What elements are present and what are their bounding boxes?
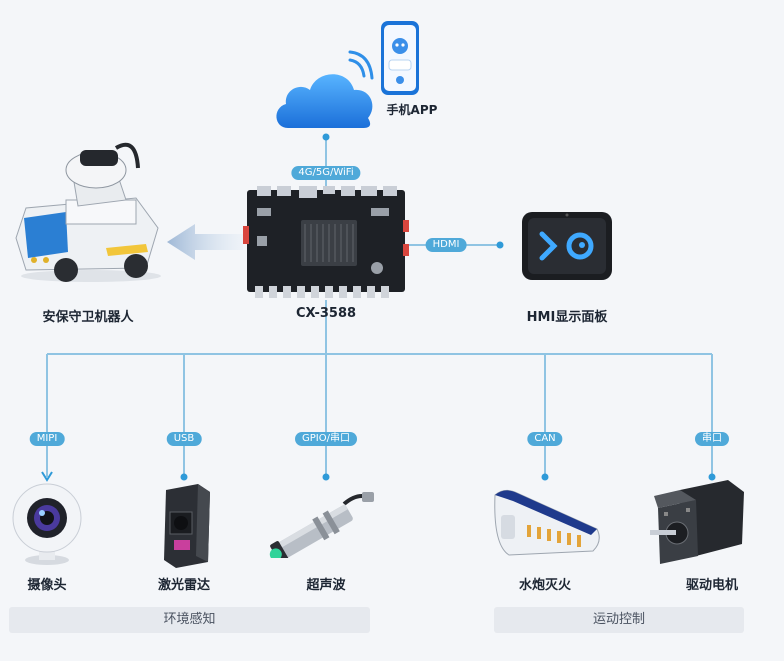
uart-tag: 串口: [695, 432, 729, 446]
board-label: CX-3588: [295, 306, 357, 321]
gpio-uart-tag: GPIO/串口: [295, 432, 357, 446]
cloud-icon: [276, 74, 373, 128]
phone-app-icon: [381, 21, 419, 95]
motion-control-band: 运动控制: [494, 607, 744, 633]
lidar-icon: [164, 484, 210, 568]
water-cannon-label: 水炮灭火: [518, 578, 572, 593]
hdmi-tag: HDMI: [425, 238, 467, 252]
arrow-left-icon: [167, 224, 243, 260]
environment-sensing-band: 环境感知: [9, 607, 370, 633]
hmi-label: HMI显示面板: [526, 310, 608, 325]
security-robot-image: [15, 142, 161, 282]
hmi-display-icon: [522, 212, 612, 280]
usb-tag: USB: [166, 432, 202, 446]
robot-label: 安保守卫机器人: [42, 310, 134, 325]
water-cannon-icon: [494, 489, 600, 556]
can-tag: CAN: [527, 432, 563, 446]
ultrasonic-label: 超声波: [306, 578, 346, 593]
ultrasonic-sensor-icon: [269, 492, 374, 558]
camera-icon: [12, 483, 82, 565]
wireless-signal-icon: [348, 50, 374, 80]
cx3588-board-image: [243, 186, 409, 298]
network-tag: 4G/5G/WiFi: [291, 166, 361, 180]
stepper-motor-icon: [650, 480, 744, 564]
motor-label: 驱动电机: [685, 578, 739, 593]
mipi-tag: MIPI: [29, 432, 65, 446]
camera-label: 摄像头: [27, 578, 67, 593]
app-label: 手机APP: [386, 103, 438, 117]
lidar-label: 激光雷达: [157, 578, 211, 593]
